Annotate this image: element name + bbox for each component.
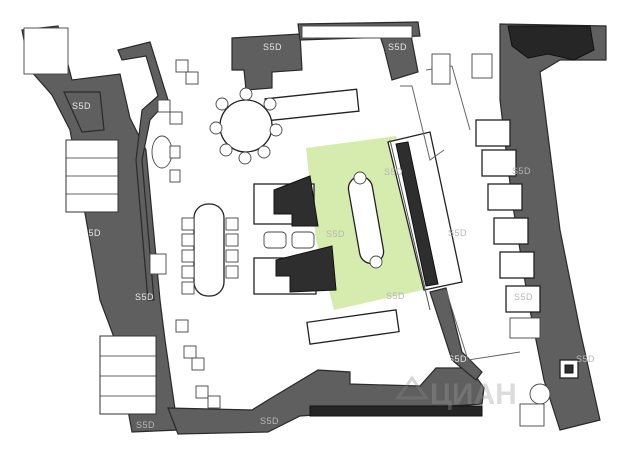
pouf-1 <box>263 231 287 249</box>
plan-label: S5D <box>514 292 533 302</box>
plan-label: S5D <box>263 42 282 52</box>
plan-label: S5D <box>82 228 101 238</box>
sink-fixture <box>529 383 551 405</box>
plan-label: S5D <box>326 229 345 239</box>
plan-label: S5D <box>136 420 155 430</box>
long-table-chairs <box>181 217 239 295</box>
plan-label: S5D <box>576 354 595 364</box>
right-exterior-wall <box>499 23 607 431</box>
window-left-2 <box>99 335 157 415</box>
plan-label: S5D <box>448 228 467 238</box>
kitchen-counter-top <box>395 141 439 287</box>
plan-label: S5D <box>386 291 405 301</box>
bottom-right-room <box>519 403 545 427</box>
sofa-top-dark <box>273 175 319 227</box>
round-table-chairs <box>209 87 283 165</box>
plan-label: S5D <box>512 166 531 176</box>
left-chairs <box>149 59 221 409</box>
bottom-dark-strip <box>309 405 483 417</box>
top-shelf <box>301 25 413 39</box>
long-table <box>193 203 225 297</box>
bottom-table <box>306 309 400 345</box>
sofa-bottom-dark <box>275 245 337 293</box>
cian-logo-icon <box>395 375 429 400</box>
plan-label: S5D <box>135 292 154 302</box>
right-stalls <box>431 53 541 339</box>
counter-edge <box>389 139 431 311</box>
left-outer-wall <box>63 91 105 133</box>
watermark-text: ЦИАН <box>430 378 517 411</box>
pouf-2 <box>291 231 315 249</box>
plan-label: S5D <box>448 354 467 364</box>
plan-label: S5D <box>260 416 279 426</box>
bottom-wall <box>167 367 485 435</box>
bench-end-bottom <box>369 255 383 269</box>
column-core <box>564 364 574 374</box>
right-top-corner <box>507 25 595 61</box>
bench-end-top <box>353 171 367 185</box>
plan-label: S5D <box>384 167 403 177</box>
plan-label: S5D <box>72 101 91 111</box>
left-top-room <box>23 27 69 75</box>
bottom-right-wall <box>429 287 483 381</box>
plan-label: S5D <box>388 42 407 52</box>
top-wall-block-1 <box>231 33 303 91</box>
